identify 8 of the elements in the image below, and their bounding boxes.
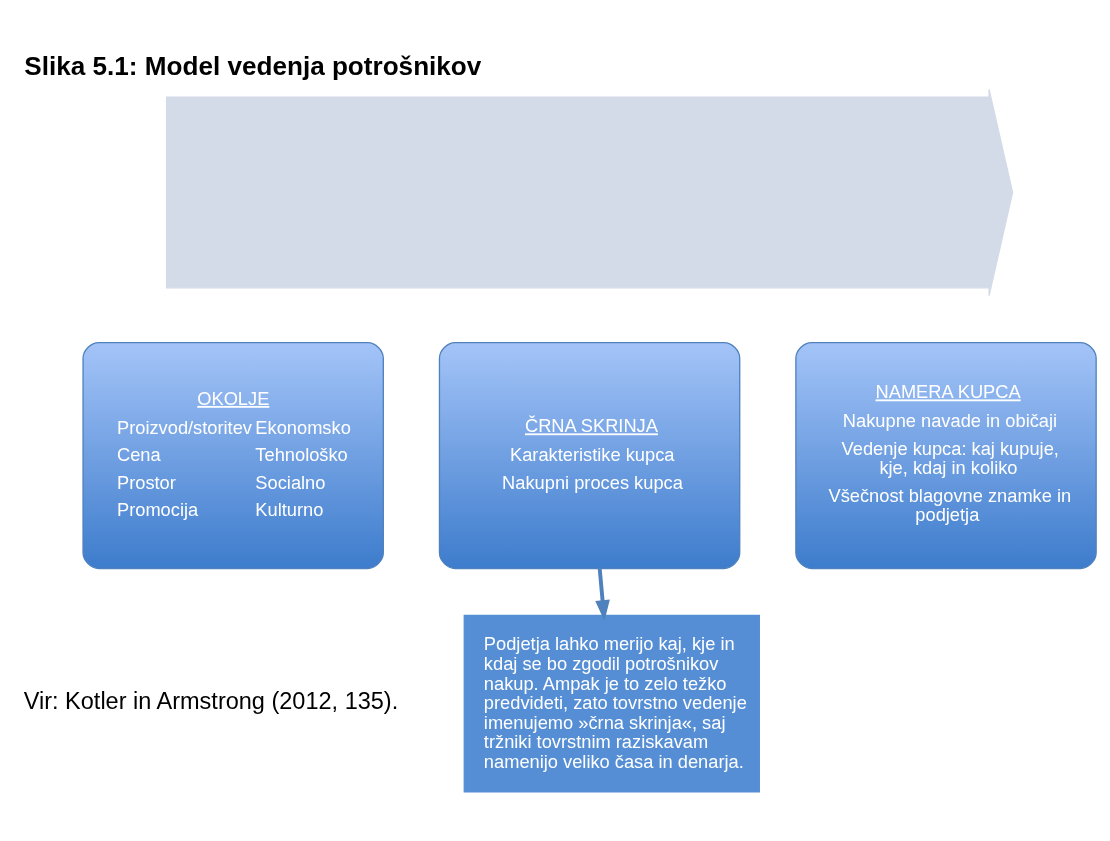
arrow xyxy=(595,568,610,621)
node-box: Podjetja lahko merijo kaj, kje in kdaj se bo zgodil potrošnikov nakup. Ampak je to zelo težko predvideti, zato tovrstno vedenje imenujemo »črna skrinja«, saj tržniki tovrstnim raziskavam namenijo veliko časa in denarja. xyxy=(463,614,760,792)
diagram-title: Slika 5.1: Model vedenja potrošnikov xyxy=(24,50,482,81)
node-box: OKOLJE Proizvod/storitev Ekonomsko Cena Tehnološko Prostor Socialno Promocija Kulturno xyxy=(82,341,384,569)
caption: Vir: Kotler in Armstrong (2012, 135). xyxy=(23,687,399,714)
node-arrow xyxy=(165,88,1014,296)
node-box: ČRNA SKRINJA Karakteristike kupca Nakupni proces kupca xyxy=(438,341,741,569)
node-box: NAMERA KUPCA Nakupne navade in običaji Vedenje kupca: kaj kupuje, kje, kdaj in koliko Všečnost blagovne znamke in podjetja xyxy=(795,341,1097,569)
